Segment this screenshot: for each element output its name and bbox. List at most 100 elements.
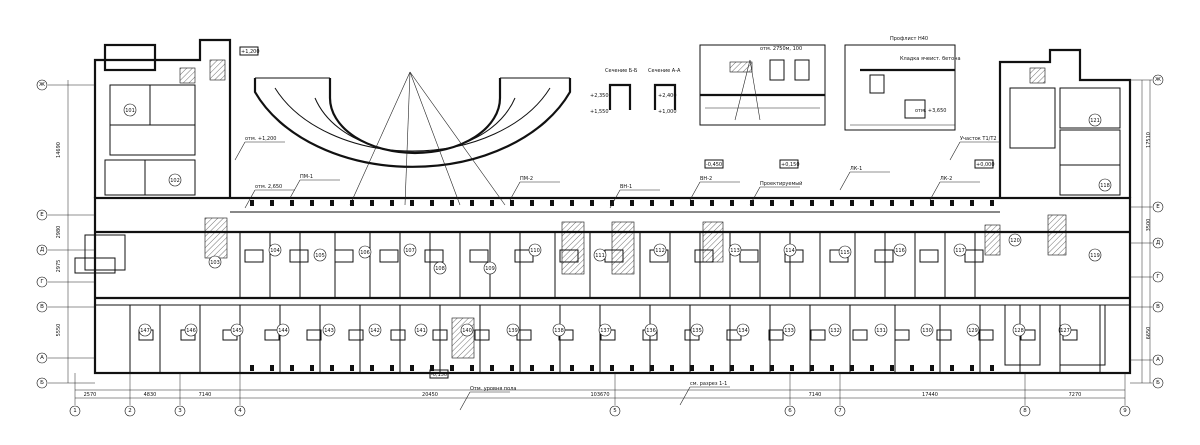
room-number: 139 — [508, 328, 518, 334]
interior-fixture — [516, 329, 532, 341]
room-number: 102 — [170, 178, 180, 184]
dimension-label: 103670 — [590, 392, 609, 398]
column — [910, 365, 914, 371]
room-number: 134 — [738, 328, 748, 334]
interior-fixture — [432, 329, 448, 341]
interior-fixture — [694, 249, 714, 263]
room-number: 111 — [595, 253, 605, 259]
room-label: 140 — [460, 323, 474, 337]
interior-fixture — [810, 329, 826, 341]
room-bubble — [644, 323, 658, 337]
column — [930, 200, 934, 206]
axis-label: 9 — [1123, 408, 1127, 414]
room-label: 114 — [783, 243, 797, 257]
column — [950, 365, 954, 371]
dimension-label: 3500 — [1146, 219, 1152, 232]
room-bubble — [593, 248, 607, 262]
room-label: 103 — [208, 255, 222, 269]
room-bubble — [368, 323, 382, 337]
room-label: 133 — [782, 323, 796, 337]
room-bubble — [313, 248, 327, 262]
room-bubble — [123, 103, 137, 117]
axis-label: Е — [40, 212, 44, 218]
axis-bubble — [36, 276, 48, 288]
dimension-label: 17440 — [922, 392, 938, 398]
axis-bubble — [1152, 74, 1164, 86]
room-label: 112 — [653, 243, 667, 257]
room-number: 137 — [600, 328, 610, 334]
axis-bubble — [1152, 301, 1164, 313]
room-bubble — [552, 323, 566, 337]
column — [670, 200, 674, 206]
axis-bubble — [36, 301, 48, 313]
room-number: 127 — [1060, 328, 1070, 334]
column — [510, 200, 514, 206]
interior-fixture — [768, 329, 784, 341]
room-bubble — [168, 173, 182, 187]
interior-fixture — [919, 249, 939, 263]
room-number: 119 — [1090, 253, 1100, 259]
room-bubble — [966, 323, 980, 337]
column — [610, 365, 614, 371]
column — [930, 365, 934, 371]
interior-fixture — [936, 329, 952, 341]
column — [770, 365, 774, 371]
axis-label: 7 — [838, 408, 842, 414]
elev-mark-2: -0,450 — [706, 162, 722, 168]
room-label: 146 — [184, 323, 198, 337]
room-number: 141 — [416, 328, 426, 334]
room-bubble — [483, 261, 497, 275]
room-label: 109 — [483, 261, 497, 275]
room-number: 142 — [370, 328, 380, 334]
column — [530, 365, 534, 371]
room-number: 120 — [1010, 238, 1020, 244]
axis-label: 3 — [178, 408, 182, 414]
room-number: 146 — [186, 328, 196, 334]
axis-label: В — [1156, 304, 1160, 310]
room-number: 109 — [485, 266, 495, 272]
room-label: 141 — [414, 323, 428, 337]
room-number: 132 — [830, 328, 840, 334]
column — [330, 365, 334, 371]
roof-note-1: отм. 2750м, 100 — [760, 46, 802, 52]
axis-label: Б — [40, 380, 44, 386]
room-label: 113 — [728, 243, 742, 257]
room-label: 147 — [138, 323, 152, 337]
room-label: 129 — [966, 323, 980, 337]
column — [990, 365, 994, 371]
leader-line — [929, 181, 941, 201]
column — [350, 200, 354, 206]
room-number: 103 — [210, 260, 220, 266]
room-bubble — [414, 323, 428, 337]
leader-line — [459, 391, 471, 411]
column — [750, 365, 754, 371]
room-bubble — [1008, 233, 1022, 247]
axis-bubble — [36, 244, 48, 256]
interior-fixture — [964, 249, 984, 263]
elev-mark-5: +0,000 — [976, 162, 995, 168]
room-number: 112 — [655, 248, 665, 254]
annotation-text: отм. +1,200 — [245, 136, 276, 142]
annotation-text: ЛК-2 — [940, 176, 952, 182]
axis-bubble — [834, 405, 846, 417]
axis-bubble — [36, 352, 48, 364]
section-b-mark-2: +1,550 — [590, 109, 609, 115]
interior-fixture — [334, 249, 354, 263]
room-number: 101 — [125, 108, 135, 114]
leader-line — [689, 181, 701, 201]
room-number: 140 — [462, 328, 472, 334]
interior-fixture — [894, 329, 910, 341]
annotation-text: ЛК-1 — [850, 166, 862, 172]
axis-label: В — [40, 304, 44, 310]
annotation-text: см. разрез 1-1 — [690, 381, 727, 387]
column — [870, 365, 874, 371]
axis-bubble — [1152, 271, 1164, 283]
column — [430, 200, 434, 206]
room-number: 143 — [324, 328, 334, 334]
room-label: 127 — [1058, 323, 1072, 337]
room-bubble — [1088, 113, 1102, 127]
room-label: 130 — [920, 323, 934, 337]
interior-fixture — [514, 249, 534, 263]
room-bubble — [433, 261, 447, 275]
